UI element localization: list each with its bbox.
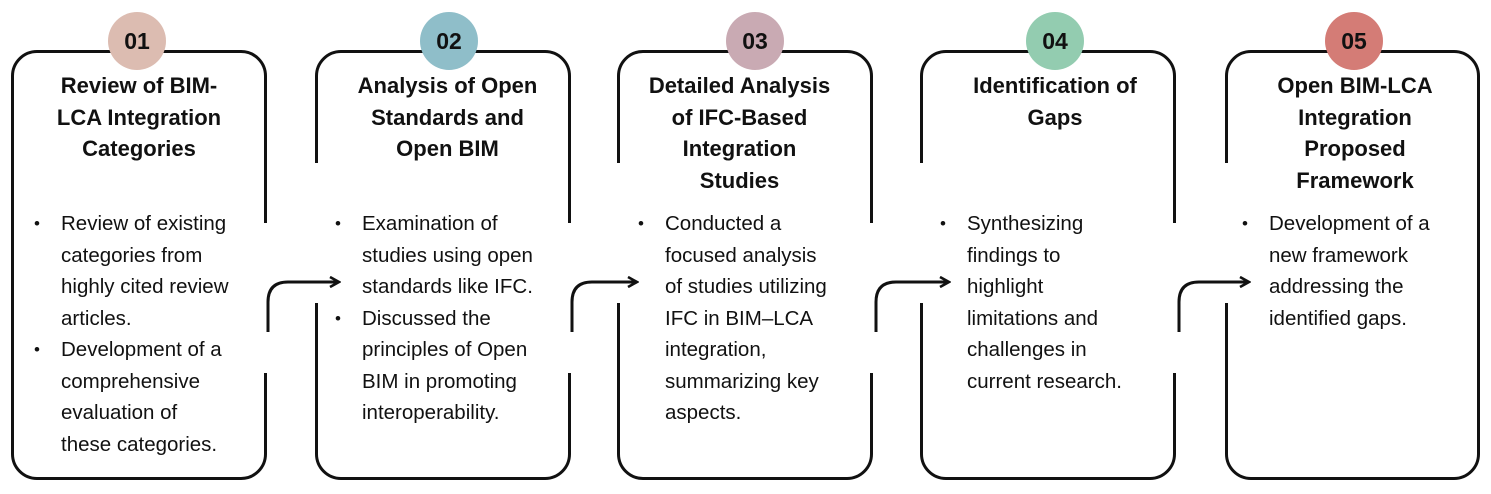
step-title-05: Open BIM-LCA Integration Proposed Framew… — [1277, 73, 1433, 193]
step-number-badge-05: 05 — [1325, 12, 1383, 70]
step-title-04: Identification of Gaps — [973, 73, 1137, 130]
arrow-02-to-03 — [570, 282, 636, 332]
arrow-04-to-05 — [1177, 282, 1248, 332]
step-number-badge-04: 04 — [1026, 12, 1084, 70]
arrow-03-to-04 — [874, 282, 948, 332]
step-number-badge-02: 02 — [420, 12, 478, 70]
arrow-01-to-02 — [266, 282, 338, 332]
step-number-badge-01: 01 — [108, 12, 166, 70]
step-number-badge-03: 03 — [726, 12, 784, 70]
step-title-01: Review of BIM- LCA Integration Categorie… — [56, 73, 222, 161]
step-title-02: Analysis of Open Standards and Open BIM — [357, 73, 538, 161]
step-title-03: Detailed Analysis of IFC-Based Integrati… — [648, 73, 831, 193]
